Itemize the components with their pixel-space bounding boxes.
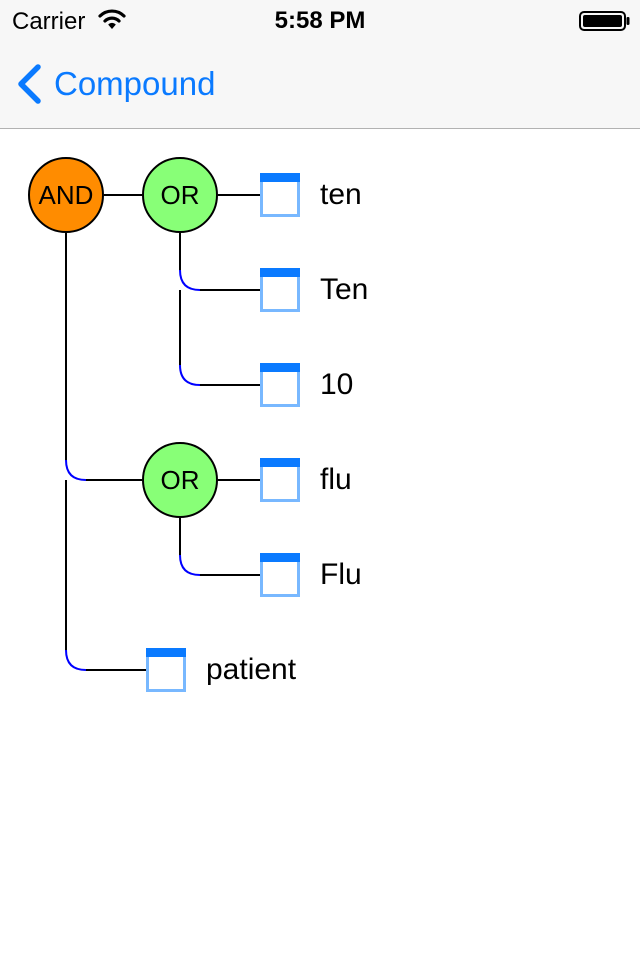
term-label[interactable]: ten [320,178,362,211]
navigation-bar: Compound [0,40,640,129]
document-icon[interactable] [260,268,300,312]
wifi-icon [98,9,126,29]
and-node[interactable]: AND [28,157,104,233]
term-label[interactable]: 10 [320,368,354,401]
connector-curve [179,269,201,291]
battery-icon [579,11,630,31]
document-icon[interactable] [260,363,300,407]
carrier-label: Carrier [12,8,86,35]
term-label[interactable]: patient [206,653,297,686]
back-button[interactable]: Compound [14,62,215,106]
document-icon[interactable] [260,553,300,597]
status-time: 5:58 PM [274,7,366,34]
chevron-left-icon [18,64,41,104]
connector-curve [65,649,87,671]
connector-curve [179,554,201,576]
connector-curve [179,364,201,386]
term-label[interactable]: flu [320,463,352,496]
status-bar: Carrier 5:58 PM [0,0,640,40]
document-icon[interactable] [260,458,300,502]
document-icon[interactable] [146,648,186,692]
document-icon[interactable] [260,173,300,217]
term-label[interactable]: Flu [320,558,362,591]
connector-curve [65,459,87,481]
term-label[interactable]: Ten [320,273,369,306]
or-node-1[interactable]: OR [142,157,218,233]
back-label: Compound [54,65,216,102]
or-node-2[interactable]: OR [142,442,218,518]
